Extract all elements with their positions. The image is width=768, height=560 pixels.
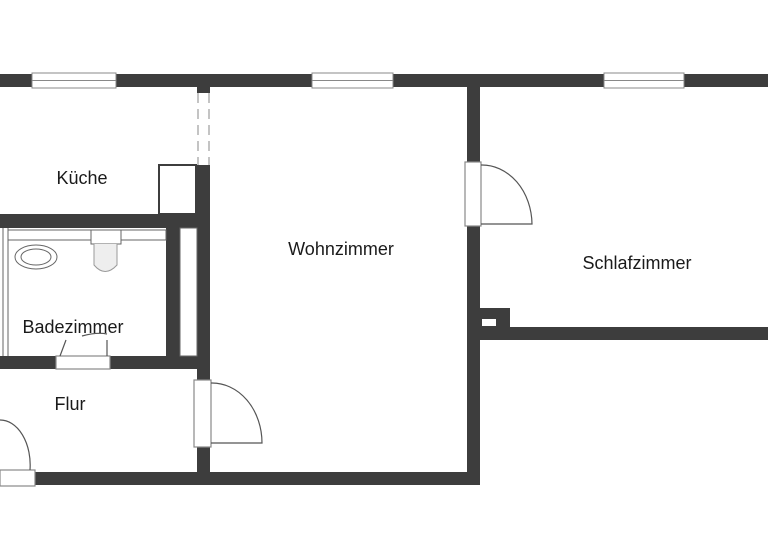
door-entrance xyxy=(0,419,36,487)
room-label-hallway: Flur xyxy=(55,394,86,414)
bathroom-fixtures xyxy=(2,227,198,357)
wall-kitchen-bath xyxy=(0,214,200,228)
wall-living-bedroom-lower xyxy=(467,226,480,485)
wall-living-bedroom-upper xyxy=(467,87,480,162)
wall-kitchen-living-upper xyxy=(197,87,210,93)
window-bedroom xyxy=(603,72,685,89)
window-kitchen xyxy=(31,72,117,89)
window-living xyxy=(311,72,394,89)
room-label-kitchen: Küche xyxy=(56,168,107,188)
bedroom-stub-niche xyxy=(482,319,496,326)
doors xyxy=(0,161,533,487)
wall-kitchen-living xyxy=(197,165,210,380)
wall-bath-right xyxy=(166,228,180,358)
room-label-living-room: Wohnzimmer xyxy=(288,239,394,259)
wall-bath-bottom-left xyxy=(0,356,56,369)
walls xyxy=(0,74,768,485)
wall-bath-bottom-right xyxy=(110,356,200,369)
room-label-bedroom: Schlafzimmer xyxy=(582,253,691,273)
door-bedroom xyxy=(464,161,533,227)
toilet-icon xyxy=(90,229,122,245)
wall-bedroom-bottom xyxy=(480,327,768,340)
kitchen-cabinet xyxy=(158,164,197,215)
sink-icon xyxy=(14,244,58,270)
room-label-bathroom: Badezimmer xyxy=(22,317,123,337)
door-bathroom xyxy=(55,332,111,370)
wall-bottom xyxy=(35,472,480,485)
door-living xyxy=(193,379,263,448)
kitchen-opening xyxy=(197,93,210,165)
windows xyxy=(31,72,685,89)
